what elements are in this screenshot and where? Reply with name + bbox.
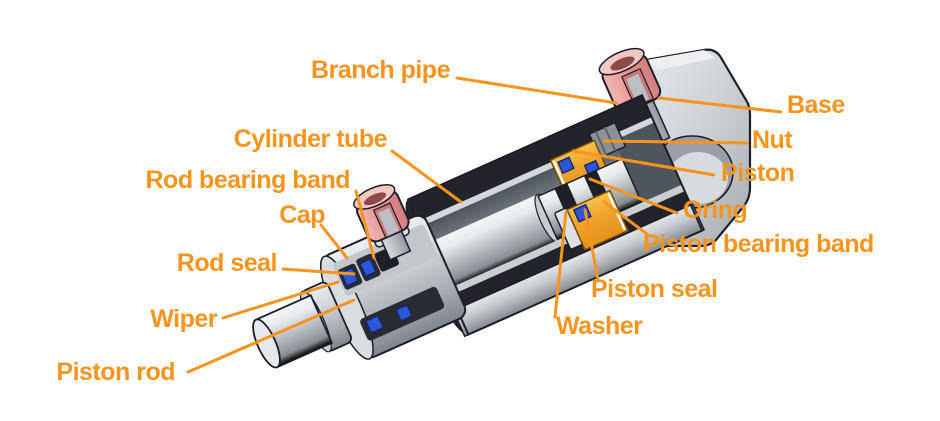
- label-rod-bearing-band: Rod bearing band: [145, 166, 351, 194]
- label-base: Base: [787, 91, 845, 119]
- label-oring: Oring: [683, 196, 748, 224]
- leader-wiper: [221, 280, 340, 320]
- leader-rod-seal: [281, 267, 356, 276]
- leader-washer: [553, 210, 568, 319]
- label-piston-seal: Piston seal: [591, 275, 718, 303]
- label-washer: Washer: [556, 312, 643, 340]
- label-piston-bearing-band: Piston bearing band: [643, 230, 874, 258]
- label-cap: Cap: [279, 201, 325, 229]
- leader-cylinder-tube: [390, 149, 463, 204]
- rod-seal-part: [360, 259, 376, 277]
- cap-part: [320, 214, 467, 360]
- label-cylinder-tube: Cylinder tube: [233, 125, 388, 153]
- leader-piston-bearing-band: [602, 200, 649, 236]
- leader-piston: [571, 149, 716, 177]
- branch-pipe-cap-part: [353, 184, 412, 261]
- cylinder-assembly: [252, 47, 706, 369]
- leader-oring: [588, 177, 679, 215]
- label-piston: Piston: [721, 159, 795, 187]
- label-rod-seal: Rod seal: [176, 249, 278, 277]
- leader-nut: [602, 139, 749, 145]
- leader-base: [657, 96, 783, 114]
- label-piston-rod: Piston rod: [56, 358, 175, 386]
- leader-cap: [319, 223, 349, 260]
- leader-piston-rod: [186, 298, 356, 374]
- leader-rod-bearing-band: [354, 189, 376, 260]
- label-wiper: Wiper: [150, 305, 217, 333]
- leader-branch-pipe: [455, 76, 618, 105]
- label-branch-pipe: Branch pipe: [311, 56, 450, 84]
- piston-rod-part: [252, 294, 334, 369]
- label-nut: Nut: [752, 126, 793, 154]
- leader-lines: [186, 76, 783, 374]
- leader-piston-seal: [583, 208, 600, 282]
